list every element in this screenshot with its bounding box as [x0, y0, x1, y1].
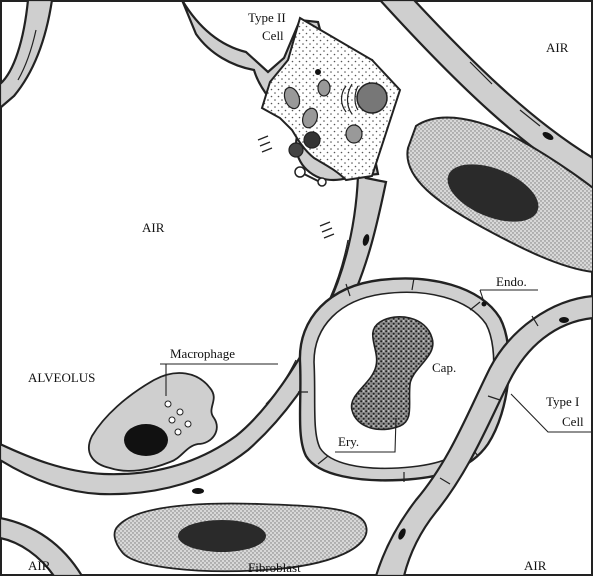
label-type-ii-line1: Type II	[248, 10, 286, 25]
label-fibroblast: Fibroblast	[248, 560, 301, 575]
label-type-i-line1: Type I	[546, 394, 579, 409]
label-type-ii-line2: Cell	[262, 28, 284, 43]
label-endo: Endo.	[496, 274, 527, 289]
macrophage	[89, 373, 217, 471]
label-ery: Ery.	[338, 434, 359, 449]
label-type-i-line2: Cell	[562, 414, 584, 429]
label-air-left: AIR	[142, 220, 165, 235]
label-air-bottom-right: AIR	[524, 558, 547, 573]
label-cap: Cap.	[432, 360, 456, 375]
upper-left-alveolar-wall	[0, 0, 52, 108]
label-air-bottom-left: AIR	[28, 558, 51, 573]
central-capillary	[298, 278, 509, 482]
label-air-top-right: AIR	[546, 40, 569, 55]
fibroblast	[115, 504, 367, 572]
label-alveolus: ALVEOLUS	[28, 370, 95, 385]
label-macrophage: Macrophage	[170, 346, 235, 361]
